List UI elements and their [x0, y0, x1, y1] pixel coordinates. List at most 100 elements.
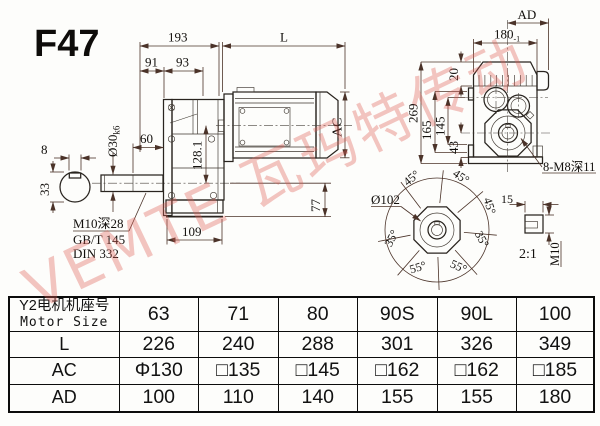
input-flange-edge — [536, 70, 550, 91]
clamp-tab-upper — [467, 87, 475, 101]
dim-165: 165 — [419, 91, 467, 153]
svg-text:180-1: 180-1 — [494, 27, 520, 44]
dim-60: 60 — [132, 131, 164, 173]
header-cn: Y2电机机座号 — [19, 298, 110, 315]
table-cell: 100 — [118, 383, 199, 413]
table-cell: □185 — [516, 356, 595, 385]
flange-diameter-note: Ø102 — [371, 192, 421, 222]
row-label: AD — [8, 383, 120, 413]
diamond-marker — [525, 111, 535, 120]
svg-text:L: L — [280, 30, 288, 45]
dim-91: 91 — [139, 55, 165, 98]
row-label: L — [8, 330, 120, 358]
table-cell: □162 — [357, 356, 438, 385]
dim-109: 109 — [166, 219, 223, 245]
svg-text:269: 269 — [406, 104, 421, 124]
svg-text:109: 109 — [182, 224, 202, 239]
cooling-fins — [473, 75, 537, 87]
svg-text:Ø102: Ø102 — [371, 192, 400, 207]
sectioned-tab — [532, 145, 543, 157]
gb-standard-note: GB/T 145 — [73, 232, 125, 247]
table-cell: 240 — [198, 330, 279, 358]
model-title: F47 — [34, 23, 99, 65]
table-cell: 349 — [516, 330, 595, 358]
motor-flange — [223, 93, 234, 163]
keyway-notch — [68, 172, 82, 179]
svg-text:33: 33 — [37, 183, 52, 196]
dim-269: 269 — [406, 61, 481, 164]
front-view: AD 180-1 269 165 145 — [406, 7, 596, 174]
keyway-detail: 15 M10 2:1 — [501, 192, 562, 267]
shaft-section-detail: 8 33 M10深28 GB/T 145 DIN 332 — [37, 142, 147, 261]
side-view: 193 L 91 93 60 Ø30k6 — [92, 30, 352, 245]
angle-label: 55° — [448, 257, 469, 277]
dim-15: 15 — [501, 192, 559, 213]
dim-AC: AC — [331, 91, 350, 159]
table-cell: 71 — [198, 296, 279, 332]
dim-180: 180-1 — [473, 27, 538, 72]
svg-text:91: 91 — [145, 55, 158, 70]
fan-cover — [315, 91, 339, 159]
header-en: Motor Size — [20, 315, 109, 331]
dim-key-width: 8 — [41, 142, 96, 171]
motor-size-header: Y2电机机座号 Motor Size — [8, 296, 120, 332]
table-cell: 288 — [277, 330, 358, 358]
technical-drawing: F47 8 33 M10深28 GB/T 145 DIN 332 — [34, 7, 596, 291]
table-cell: 301 — [357, 330, 438, 358]
angle-label: 45° — [481, 196, 499, 216]
radial-lines — [378, 170, 497, 291]
svg-text:128.1: 128.1 — [190, 141, 205, 170]
table-cell: □162 — [436, 356, 517, 385]
shaft-end-notes: M10深28 GB/T 145 DIN 332 — [73, 192, 147, 261]
terminal-box — [236, 87, 255, 93]
thread-label: M10 — [548, 242, 562, 266]
motor-body — [216, 87, 352, 163]
key-slot — [524, 221, 538, 229]
flange-octagon — [413, 206, 461, 254]
dim-L: L — [222, 30, 346, 92]
svg-text:Ø30k6: Ø30k6 — [105, 125, 122, 157]
table-row-AD: AD 100 110 140 155 155 180 — [8, 383, 595, 413]
table-cell: 326 — [436, 330, 517, 358]
base-plate — [467, 156, 544, 165]
dim-AD: AD — [507, 7, 549, 70]
table-cell: □135 — [198, 356, 279, 385]
angle-label: 55° — [408, 258, 428, 276]
dim-height — [545, 203, 554, 245]
svg-text:165: 165 — [419, 121, 434, 141]
table-cell: 226 — [118, 330, 199, 358]
table-cell: 140 — [277, 383, 358, 413]
svg-text:20: 20 — [446, 68, 461, 81]
dim-43: 43 — [446, 122, 468, 168]
svg-text:60: 60 — [140, 131, 153, 146]
table-cell: 155 — [436, 383, 517, 413]
dim-77: 77 — [225, 182, 331, 218]
dim-93: 93 — [163, 55, 204, 96]
angle-label: 35° — [381, 227, 401, 249]
dim-145: 145 — [433, 97, 467, 145]
table-cell: 63 — [118, 296, 199, 332]
svg-text:77: 77 — [308, 199, 323, 213]
svg-text:8: 8 — [41, 142, 48, 157]
row-label: AC — [8, 356, 120, 385]
bolt-note: 8-M8深11 — [520, 138, 596, 174]
svg-text:AD: AD — [518, 7, 537, 22]
dim-20: 20 — [446, 51, 472, 97]
table-cell: 155 — [357, 383, 438, 413]
table-cell: 90L — [436, 296, 517, 332]
table-header-row: Y2电机机座号 Motor Size 63 71 80 90S 90L 100 — [8, 296, 595, 332]
table-cell: 110 — [198, 383, 279, 413]
angle-label: 45° — [450, 166, 472, 187]
dimension-table: Y2电机机座号 Motor Size 63 71 80 90S 90L 100 … — [8, 296, 595, 413]
svg-text:AC: AC — [331, 118, 346, 137]
scale-label: 2:1 — [519, 247, 537, 262]
svg-text:8-M8深11: 8-M8深11 — [543, 160, 595, 174]
flange-angle-view: Ø102 45° 45° 45° 35° 35° 55° 55° — [371, 166, 499, 291]
clamp-tab-lower — [467, 144, 475, 158]
svg-text:93: 93 — [176, 55, 189, 70]
table-cell: 180 — [516, 383, 595, 413]
shaft-end-section — [524, 214, 544, 234]
table-cell: 100 — [516, 296, 595, 332]
thread-note: M10深28 — [73, 216, 124, 231]
din-standard-note: DIN 332 — [73, 246, 119, 261]
